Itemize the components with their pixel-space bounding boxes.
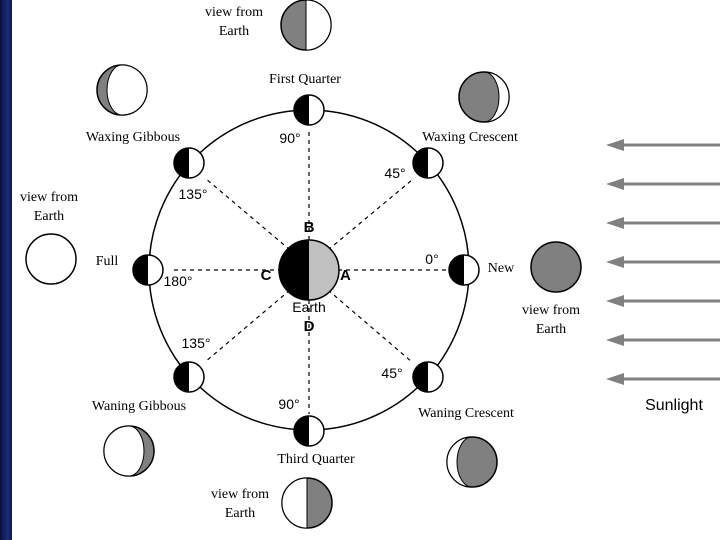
label-waning-crescent: Waning Crescent <box>418 406 514 421</box>
view-label-top-line2: Earth <box>219 24 249 39</box>
sunlight-arrowhead <box>606 178 624 190</box>
orbit-moon-waxing-crescent <box>412 147 444 179</box>
line-waxing-crescent <box>327 179 413 251</box>
label-waning-gibbous: Waning Gibbous <box>92 399 186 414</box>
sunlight-arrowhead <box>606 373 624 385</box>
earth <box>278 239 340 301</box>
view-label-bottom-line1: view from <box>211 487 269 502</box>
angle-first-quarter: 90° <box>279 130 300 146</box>
label-full: Full <box>96 254 119 269</box>
view-label-top: view from Earth <box>205 5 263 39</box>
view-moon-full <box>25 233 77 285</box>
angle-new: 0° <box>425 251 438 267</box>
letter-a: A <box>340 267 351 284</box>
sunlight-arrowhead <box>606 334 624 346</box>
view-moon-waxing-gibbous <box>96 64 148 116</box>
line-waning-gibbous <box>204 289 291 363</box>
slide-border <box>0 0 12 540</box>
angle-waning-gibbous: 135° <box>182 335 211 351</box>
sunlight-arrowhead <box>606 256 624 268</box>
label-waxing-gibbous: Waxing Gibbous <box>86 130 180 145</box>
orbit-moon-new <box>448 254 480 286</box>
view-label-right-line2: Earth <box>536 322 566 337</box>
orbit-moon-first-quarter <box>293 94 325 126</box>
orbit-lines <box>170 128 448 414</box>
view-label-bottom-line2: Earth <box>225 506 255 521</box>
view-moon-third-quarter <box>281 477 333 529</box>
sunlight-arrowhead <box>606 295 624 307</box>
view-moon-waning-gibbous <box>103 425 155 477</box>
line-waning-crescent <box>327 289 413 363</box>
letter-c: C <box>261 267 272 284</box>
view-moon-waxing-crescent <box>458 71 510 123</box>
view-moon-first-quarter <box>280 0 332 51</box>
sunlight-arrows <box>606 139 720 385</box>
sunlight-arrowhead <box>606 217 624 229</box>
view-label-left-line2: Earth <box>34 209 64 224</box>
angle-waning-crescent: 45° <box>381 365 402 381</box>
angle-full: 180° <box>164 273 193 289</box>
view-moon-waning-crescent <box>446 436 498 488</box>
view-label-right: view from Earth <box>522 303 580 337</box>
sunlight-label: Sunlight <box>645 397 703 414</box>
view-label-right-line1: view from <box>522 303 580 318</box>
letter-d: D <box>304 318 315 335</box>
angle-waxing-gibbous: 135° <box>179 186 208 202</box>
orbit-moon-third-quarter <box>293 415 325 447</box>
view-label-bottom: view from Earth <box>211 487 269 521</box>
label-waxing-crescent: Waxing Crescent <box>422 130 518 145</box>
label-third-quarter: Third Quarter <box>277 452 355 467</box>
view-label-top-line1: view from <box>205 5 263 20</box>
angle-third-quarter: 90° <box>278 396 299 412</box>
label-new: New <box>488 261 515 276</box>
line-waxing-gibbous <box>204 177 291 251</box>
label-first-quarter: First Quarter <box>269 72 341 87</box>
angle-waxing-crescent: 45° <box>384 165 405 181</box>
orbit-moon-waning-crescent <box>412 361 444 393</box>
letter-b: B <box>304 219 315 236</box>
earth-label: Earth <box>292 299 325 315</box>
sunlight-arrowhead <box>606 139 624 151</box>
orbit-moon-full <box>132 254 164 286</box>
view-label-left-line1: view from <box>20 190 78 205</box>
view-moon-new <box>530 241 582 293</box>
view-label-left: view from Earth <box>20 190 78 224</box>
orbit-moon-waxing-gibbous <box>173 147 205 179</box>
orbit-moon-waning-gibbous <box>173 361 205 393</box>
